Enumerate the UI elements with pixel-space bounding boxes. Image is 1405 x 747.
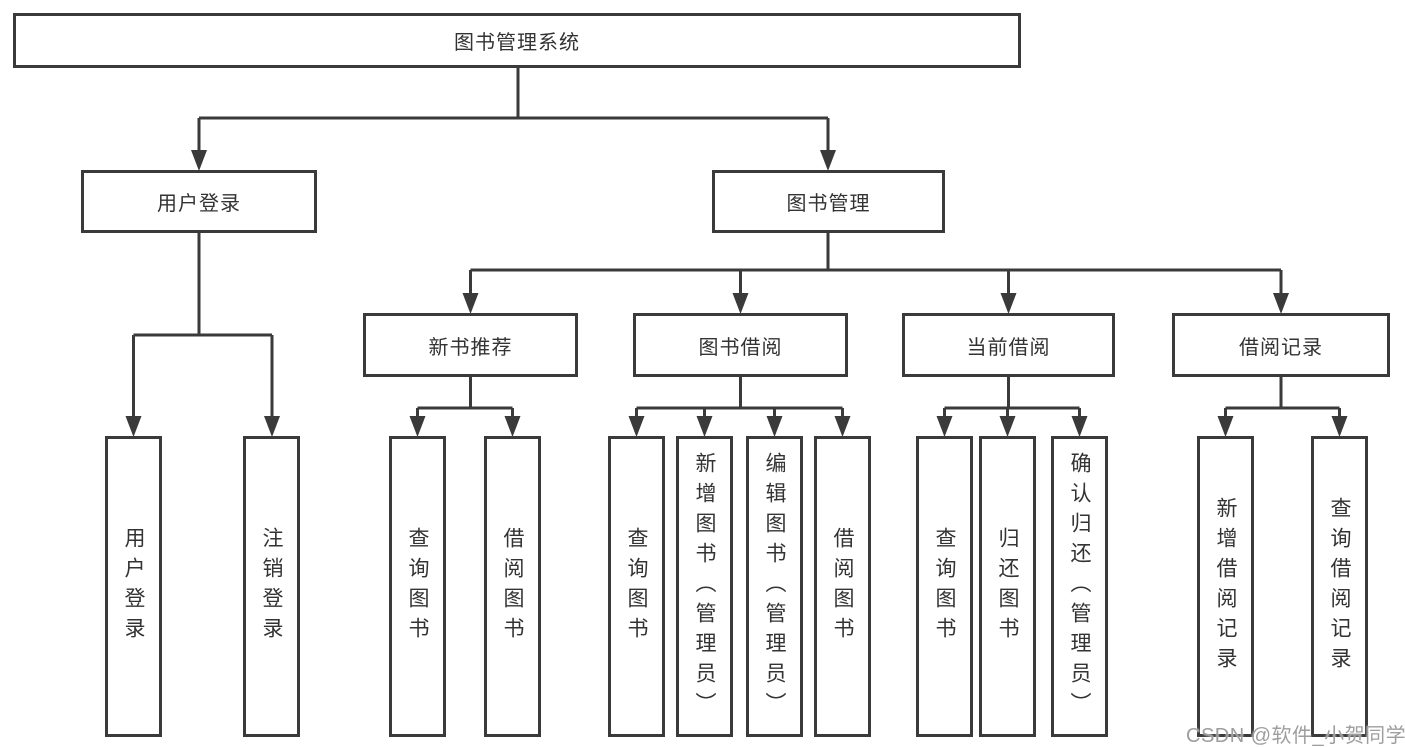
leaf-borrow-books-recommend: 借阅图书 bbox=[484, 436, 541, 737]
node-root: 图书管理系统 bbox=[13, 13, 1021, 68]
watermark: CSDN @软件_小贺同学 bbox=[1186, 725, 1405, 747]
leaf-logout-label: 注销登录 bbox=[260, 526, 283, 647]
node-borrow-records: 借阅记录 bbox=[1172, 313, 1390, 377]
leaf-edit-book-admin: 编辑图书（管理员） bbox=[746, 436, 803, 737]
node-book-management: 图书管理 bbox=[712, 170, 945, 233]
leaf-return-book-label: 归还图书 bbox=[996, 526, 1019, 647]
leaf-query-books-current-label: 查询图书 bbox=[933, 526, 956, 647]
leaf-edit-book-admin-label: 编辑图书（管理员） bbox=[763, 451, 786, 722]
leaf-borrow-books-label: 借阅图书 bbox=[831, 526, 854, 647]
leaf-add-book-admin: 新增图书（管理员） bbox=[676, 436, 733, 737]
leaf-query-books-borrow-label: 查询图书 bbox=[625, 526, 648, 647]
node-user-login: 用户登录 bbox=[81, 170, 317, 233]
leaf-borrow-books: 借阅图书 bbox=[814, 436, 871, 737]
node-current-borrow: 当前借阅 bbox=[902, 313, 1115, 377]
leaf-user-login: 用户登录 bbox=[105, 436, 162, 737]
leaf-confirm-return-admin-label: 确认归还（管理员） bbox=[1068, 451, 1091, 722]
node-new-book-recommend: 新书推荐 bbox=[363, 313, 578, 377]
leaf-add-book-admin-label: 新增图书（管理员） bbox=[693, 451, 716, 722]
leaf-borrow-books-recommend-label: 借阅图书 bbox=[501, 526, 524, 647]
leaf-confirm-return-admin: 确认归还（管理员） bbox=[1051, 436, 1108, 737]
leaf-user-login-label: 用户登录 bbox=[122, 526, 145, 647]
leaf-query-borrow-record: 查询借阅记录 bbox=[1311, 436, 1368, 737]
leaf-query-borrow-record-label: 查询借阅记录 bbox=[1328, 496, 1351, 677]
node-book-borrow: 图书借阅 bbox=[633, 313, 848, 377]
leaf-query-books-current: 查询图书 bbox=[916, 436, 973, 737]
leaf-add-borrow-record: 新增借阅记录 bbox=[1197, 436, 1254, 737]
leaf-logout: 注销登录 bbox=[243, 436, 300, 737]
leaf-return-book: 归还图书 bbox=[979, 436, 1036, 737]
leaf-query-books-recommend: 查询图书 bbox=[389, 436, 446, 737]
leaf-query-books-recommend-label: 查询图书 bbox=[406, 526, 429, 647]
leaf-add-borrow-record-label: 新增借阅记录 bbox=[1214, 496, 1237, 677]
leaf-query-books-borrow: 查询图书 bbox=[608, 436, 665, 737]
